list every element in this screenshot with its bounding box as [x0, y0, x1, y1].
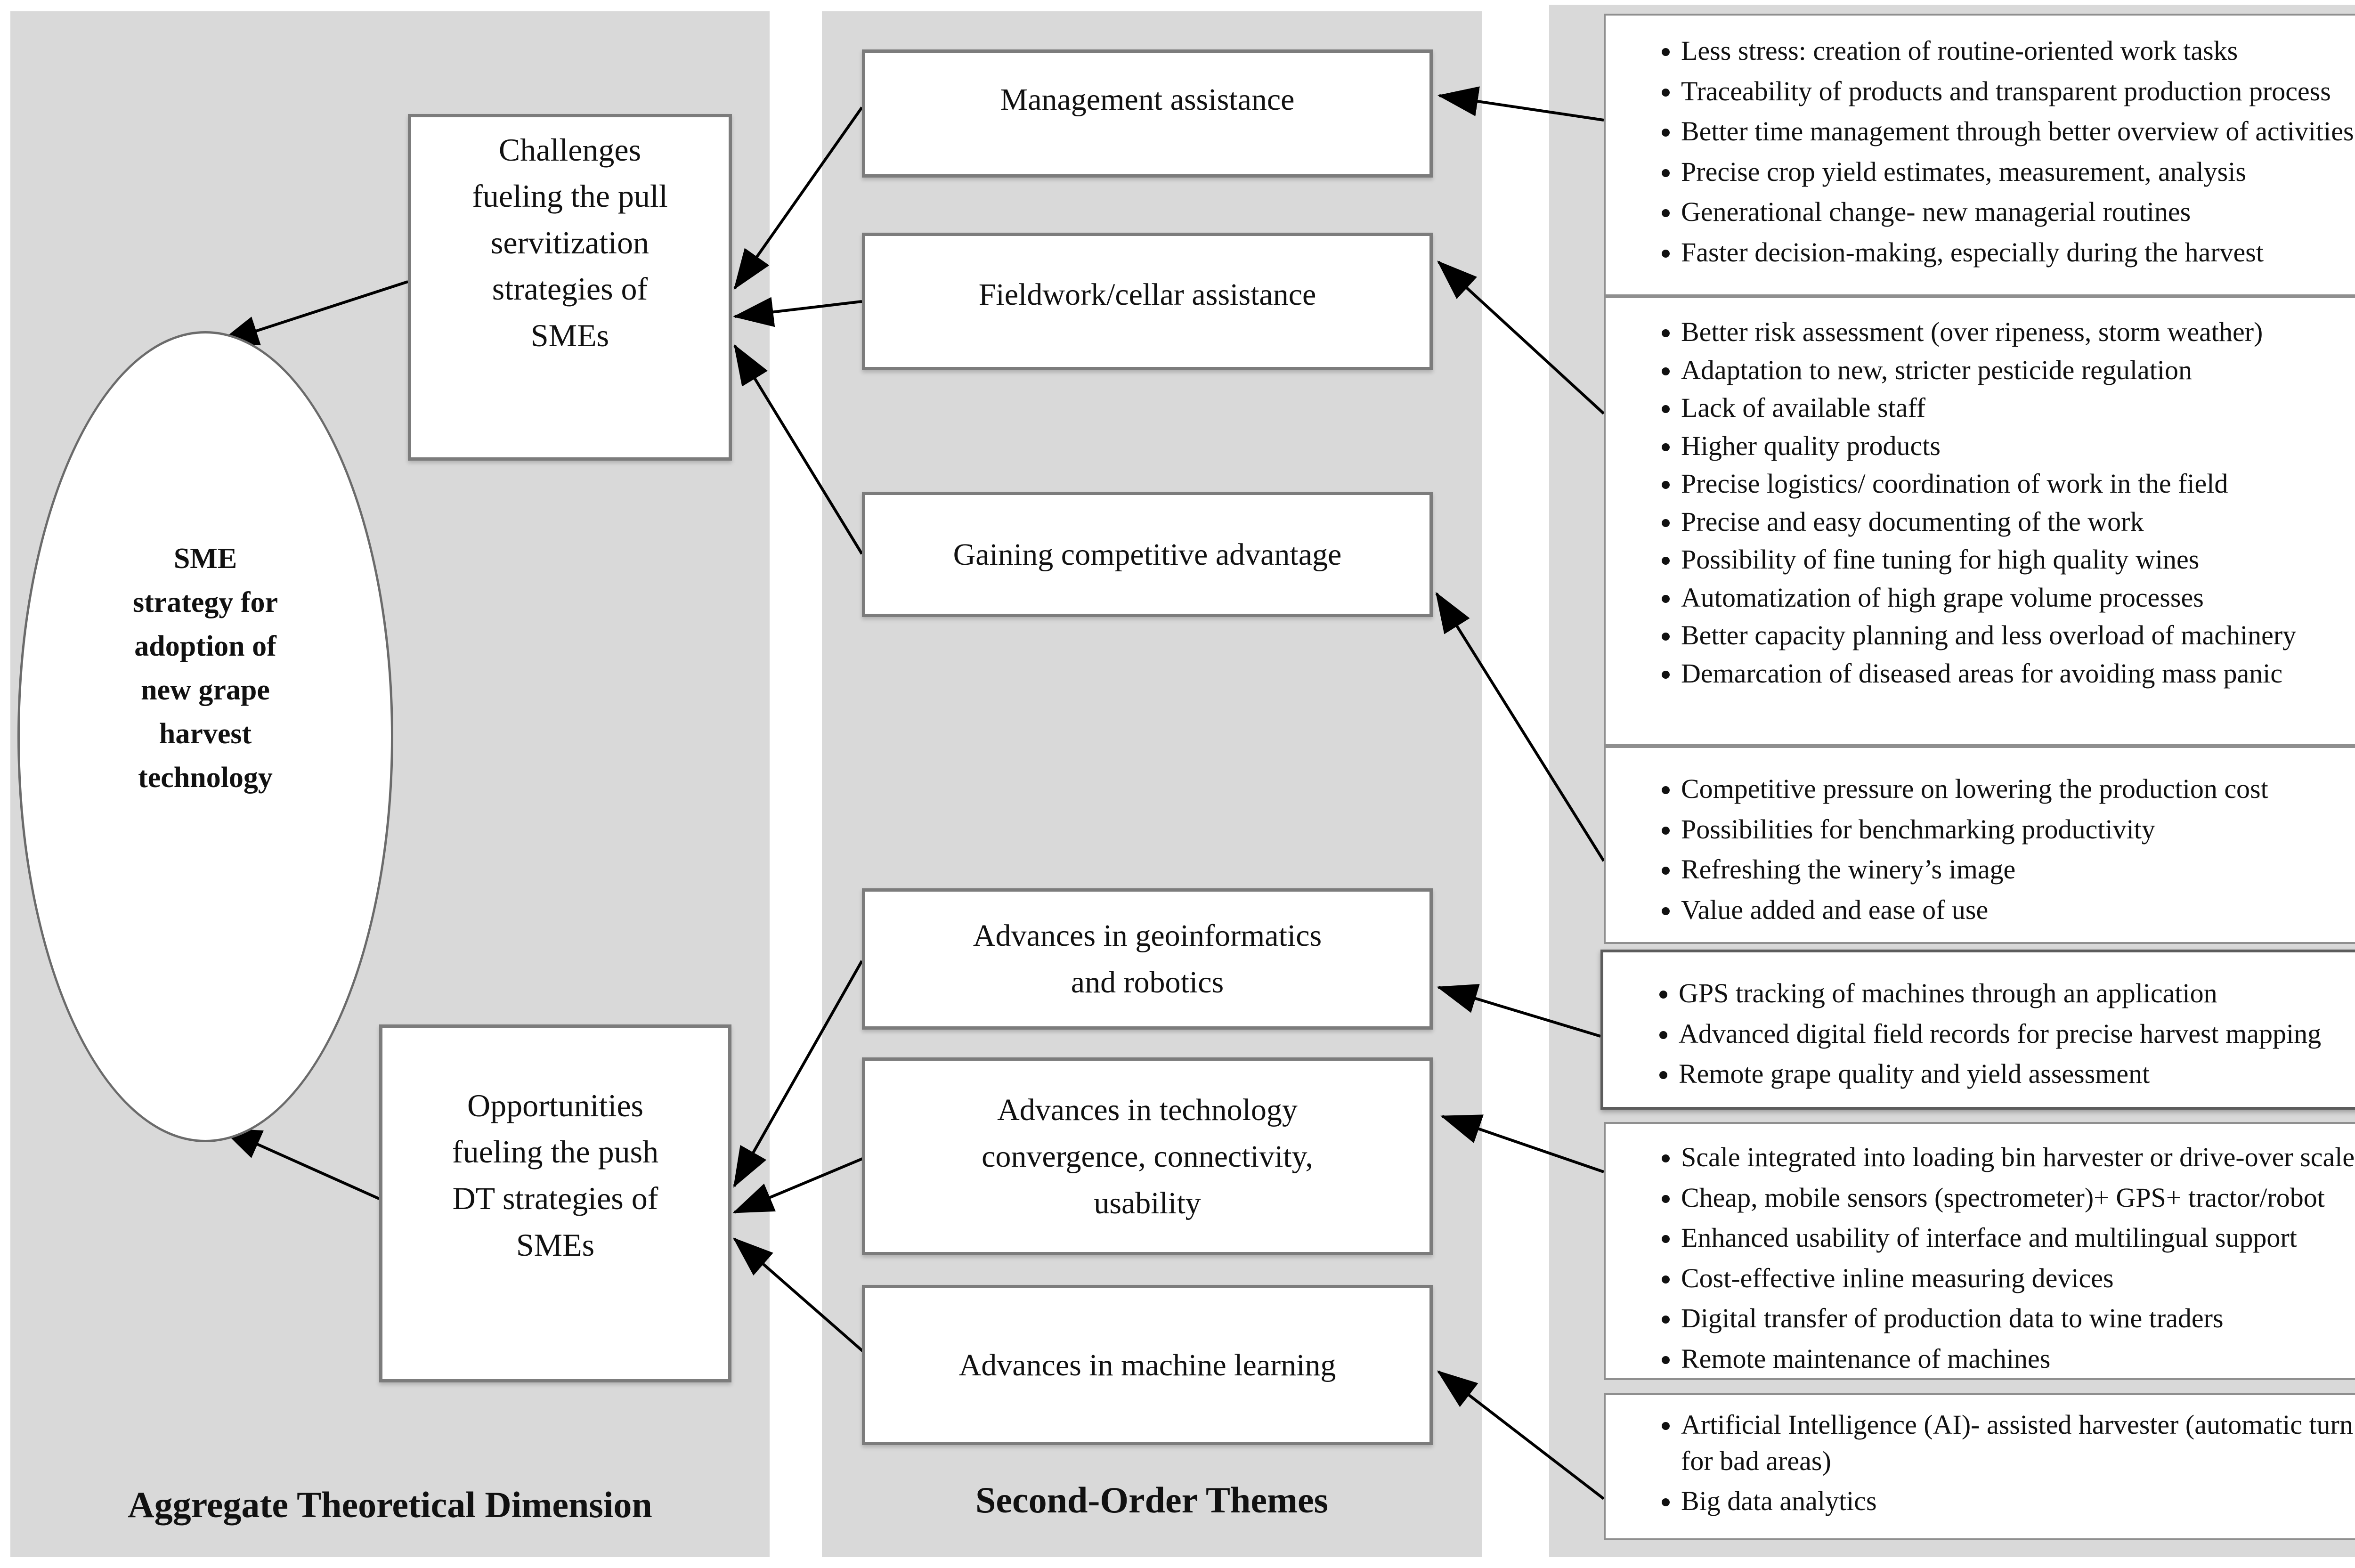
code-item: Lack of available staff [1681, 390, 2355, 426]
code-item: Precise logistics/ coordination of work … [1681, 466, 2355, 502]
code-item: Refreshing the winery’s image [1681, 852, 2355, 888]
code-item: Artificial Intelligence (AI)- assisted h… [1681, 1407, 2355, 1479]
code-list: Less stress: creation of routine-oriente… [1606, 16, 2355, 270]
code-item: Higher quality products [1681, 428, 2355, 464]
dimension-box-opportunities: Opportunities fueling the push DT strate… [379, 1024, 731, 1382]
code-item: Cheap, mobile sensors (spectrometer)+ GP… [1681, 1180, 2355, 1216]
code-item: Enhanced usability of interface and mult… [1681, 1220, 2355, 1256]
code-group-fieldwork: Better risk assessment (over ripeness, s… [1604, 296, 2355, 746]
code-item: Adaptation to new, stricter pesticide re… [1681, 352, 2355, 389]
code-item: Better risk assessment (over ripeness, s… [1681, 314, 2355, 350]
code-item: Value added and ease of use [1681, 892, 2355, 928]
code-item: Traceability of products and transparent… [1681, 73, 2355, 110]
code-item: Precise and easy documenting of the work [1681, 504, 2355, 540]
code-item: Better capacity planning and less overlo… [1681, 617, 2355, 654]
code-item: Competitive pressure on lowering the pro… [1681, 771, 2355, 807]
code-list: Better risk assessment (over ripeness, s… [1606, 298, 2355, 691]
code-group-management: Less stress: creation of routine-oriente… [1604, 14, 2355, 296]
code-item: Faster decision-making, especially durin… [1681, 235, 2355, 271]
code-list: GPS tracking of machines through an appl… [1603, 952, 2355, 1092]
code-group-machine-learning: Artificial Intelligence (AI)- assisted h… [1604, 1393, 2355, 1540]
column-label-aggregate-theoretical-dimension: Aggregate Theoretical Dimension [128, 1484, 652, 1525]
theme-box-advances-geoinformatics-robotics: Advances in geoinformatics and robotics [862, 888, 1433, 1030]
code-item: Remote grape quality and yield assessmen… [1679, 1056, 2355, 1092]
code-item: Generational change- new managerial rout… [1681, 194, 2355, 230]
code-item: Possibilities for benchmarking productiv… [1681, 812, 2355, 848]
code-group-convergence: Scale integrated into loading bin harves… [1604, 1122, 2355, 1380]
code-group-geoinformatics: GPS tracking of machines through an appl… [1600, 950, 2355, 1110]
column-label-second-order-themes: Second-Order Themes [975, 1479, 1328, 1520]
code-item: Demarcation of diseased areas for avoidi… [1681, 656, 2355, 692]
theme-box-gaining-competitive-advantage: Gaining competitive advantage [862, 492, 1433, 617]
code-item: Digital transfer of production data to w… [1681, 1300, 2355, 1337]
code-item: Scale integrated into loading bin harves… [1681, 1139, 2355, 1176]
code-item: Less stress: creation of routine-oriente… [1681, 33, 2355, 69]
code-item: Automatization of high grape volume proc… [1681, 580, 2355, 616]
code-list: Artificial Intelligence (AI)- assisted h… [1606, 1395, 2355, 1519]
code-item: Precise crop yield estimates, measuremen… [1681, 154, 2355, 190]
theme-box-advances-technology-convergence: Advances in technology convergence, conn… [862, 1057, 1433, 1255]
code-item: Cost-effective inline measuring devices [1681, 1260, 2355, 1297]
core-construct-ellipse: SME strategy for adoption of new grape h… [17, 331, 393, 1142]
code-item: GPS tracking of machines through an appl… [1679, 975, 2355, 1012]
code-item: Advanced digital field records for preci… [1679, 1016, 2355, 1052]
code-item: Better time management through better ov… [1681, 114, 2355, 150]
code-list: Competitive pressure on lowering the pro… [1606, 748, 2355, 928]
code-item: Possibility of fine tuning for high qual… [1681, 542, 2355, 578]
code-item: Big data analytics [1681, 1483, 2355, 1519]
theme-box-advances-machine-learning: Advances in machine learning [862, 1285, 1433, 1445]
code-item: Remote maintenance of machines [1681, 1341, 2355, 1377]
code-list: Scale integrated into loading bin harves… [1606, 1124, 2355, 1377]
code-group-competitive: Competitive pressure on lowering the pro… [1604, 746, 2355, 944]
theme-box-fieldwork-cellar-assistance: Fieldwork/cellar assistance [862, 233, 1433, 370]
theme-box-management-assistance: Management assistance [862, 49, 1433, 178]
dimension-box-challenges: Challenges fueling the pull servitizatio… [408, 114, 732, 461]
